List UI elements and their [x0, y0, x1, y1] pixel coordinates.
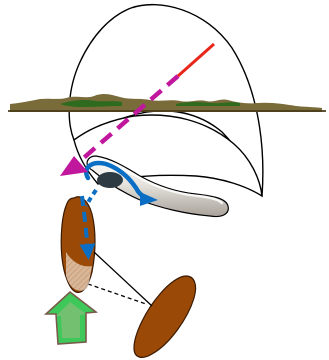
- connector-lines: [88, 252, 152, 306]
- force-arrow: [46, 292, 96, 344]
- cavity: [97, 172, 123, 188]
- lower-segment: [134, 276, 196, 357]
